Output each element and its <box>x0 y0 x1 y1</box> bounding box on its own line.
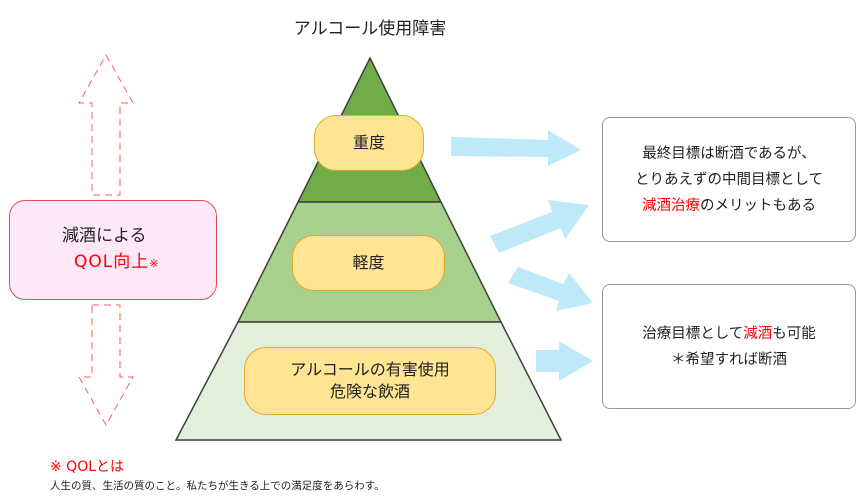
hazardous-use-label: アルコールの有害使用 危険な飲酒 <box>244 347 496 415</box>
dashed-down-arrow <box>78 304 134 427</box>
arrow-bottom-to-box-b <box>536 341 593 381</box>
mild-note-line2: ＊希望すれば断酒 <box>671 351 787 368</box>
hazardous-use-line2: 危険な飲酒 <box>329 382 410 401</box>
mild-note-line1-a: 治療目標として <box>642 325 744 342</box>
qol-box-line1: 減酒による <box>62 226 147 246</box>
severe-note-line2: とりあえずの中間目標として <box>634 171 824 188</box>
hazardous-use-line1: アルコールの有害使用 <box>290 360 450 379</box>
qol-improvement-box: 減酒による QOL向上※ <box>9 200 217 300</box>
qol-box-line2-text: QOL向上 <box>74 252 150 272</box>
arrow-light-to-box-a <box>490 200 589 253</box>
footnote-heading: ※ QOLとは <box>50 459 125 475</box>
qol-box-line2: QOL向上※ <box>62 249 216 277</box>
mild-note-line1-b: も可能 <box>772 325 816 342</box>
severe-note-line1: 最終目標は断酒であるが、 <box>642 145 816 162</box>
mild-label-text: 軽度 <box>352 253 385 272</box>
mild-label: 軽度 <box>292 235 445 291</box>
severe-label-text: 重度 <box>352 133 385 152</box>
severe-note-line3-rest: のメリットもある <box>700 197 816 214</box>
diagram-title: アルコール使用障害 <box>293 19 447 39</box>
mild-note-line1: 治療目標として減酒も可能 <box>642 321 816 347</box>
footnote-text: 人生の質、生活の質のこと。私たちが生きる上での満足度をあらわす。 <box>50 480 385 492</box>
dashed-up-arrow <box>78 53 134 196</box>
severe-label: 重度 <box>314 115 424 171</box>
mild-note-box: 治療目標として減酒も可能 ＊希望すれば断酒 <box>602 284 856 409</box>
arrow-heavy-to-box-a <box>451 130 581 166</box>
qol-box-mark: ※ <box>149 257 160 270</box>
mild-note-highlight: 減酒 <box>743 325 773 342</box>
severe-note-highlight: 減酒治療 <box>642 197 700 214</box>
arrow-light-to-box-b <box>508 267 593 311</box>
severe-note-line3: 減酒治療のメリットもある <box>642 193 816 219</box>
severe-note-box: 最終目標は断酒であるが、 とりあえずの中間目標として 減酒治療のメリットもある <box>602 117 856 242</box>
